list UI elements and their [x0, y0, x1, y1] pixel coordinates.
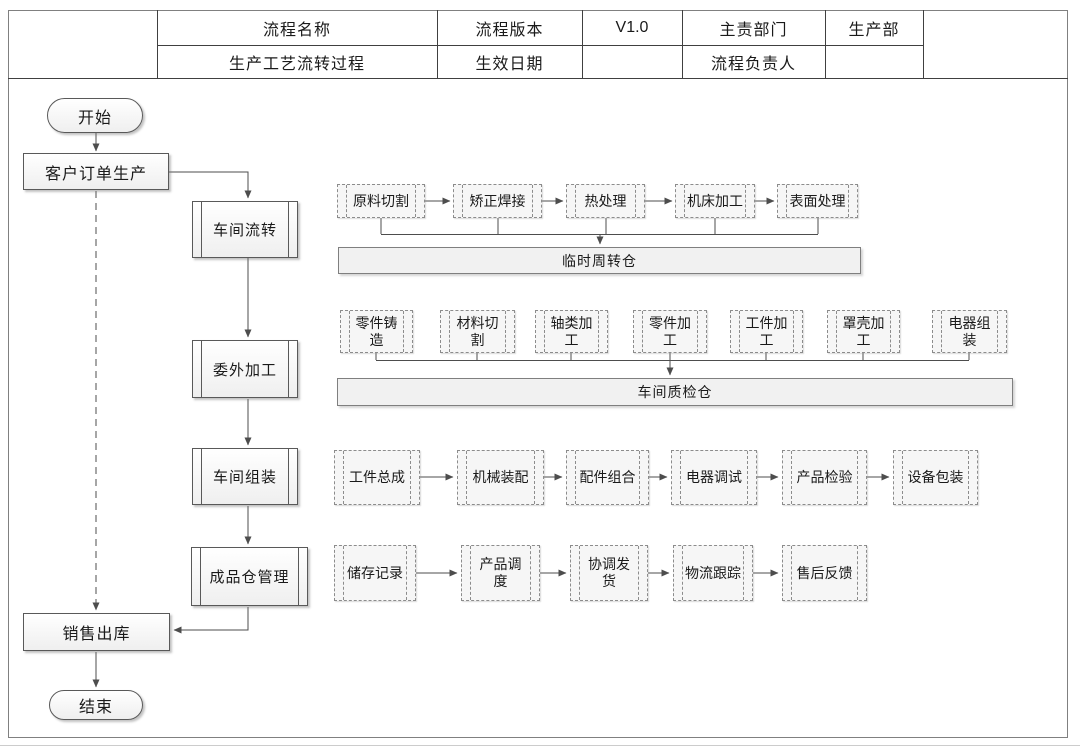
- subprocess-workshop-assembly: 车间组装: [192, 448, 298, 505]
- header-owner-value: [825, 45, 923, 78]
- step-parts-combination: 配件组合: [566, 450, 649, 505]
- step-shipping-coordination: 协调发货: [570, 545, 648, 601]
- step-parts-casting: 零件铸造: [340, 310, 413, 353]
- step-heat-treatment: 热处理: [566, 184, 645, 218]
- step-surface-treatment: 表面处理: [777, 184, 858, 218]
- start-node: 开始: [47, 98, 143, 133]
- step-electrical-assembly: 电器组装: [932, 310, 1007, 353]
- step-product-scheduling: 产品调度: [461, 545, 540, 601]
- header-process-name-value: 生产工艺流转过程: [228, 55, 365, 73]
- step-straightening-welding: 矫正焊接: [453, 184, 542, 218]
- step-workpiece-processing: 工件加工: [730, 310, 803, 353]
- step-mechanical-assembly: 机械装配: [457, 450, 544, 505]
- subprocess-outsourcing: 委外加工: [192, 340, 298, 398]
- step-electrical-debugging: 电器调试: [671, 450, 757, 505]
- header-effective-date-label: 生效日期: [475, 55, 544, 73]
- step-equipment-packaging: 设备包装: [893, 450, 978, 505]
- step-parts-processing: 零件加工: [633, 310, 707, 353]
- step-logistics-tracking: 物流跟踪: [673, 545, 753, 601]
- subprocess-workshop-flow: 车间流转: [192, 201, 298, 258]
- collector-temporary-transit-warehouse: 临时周转仓: [338, 247, 861, 274]
- header-department-value: 生产部: [848, 21, 900, 39]
- step-machine-processing: 机床加工: [675, 184, 755, 218]
- header-department-label: 主责部门: [719, 21, 788, 39]
- process-customer-order: 客户订单生产: [23, 153, 169, 190]
- step-product-inspection: 产品检验: [782, 450, 867, 505]
- step-shaft-processing: 轴类加工: [535, 310, 608, 353]
- header-version-value: V1.0: [615, 18, 649, 36]
- subprocess-finished-goods-warehouse: 成品仓管理: [191, 547, 308, 606]
- process-sales-outbound: 销售出库: [23, 613, 170, 651]
- collector-workshop-qc-warehouse: 车间质检仓: [337, 378, 1013, 406]
- step-material-cutting: 材料切割: [440, 310, 515, 353]
- page-border: [0, 10, 1080, 746]
- end-node: 结束: [49, 690, 143, 720]
- header-table-grid: [8, 10, 1068, 79]
- header-version-label: 流程版本: [475, 21, 544, 39]
- header-owner-label: 流程负责人: [710, 55, 796, 73]
- step-workpiece-assembly: 工件总成: [334, 450, 420, 505]
- step-after-sales-feedback: 售后反馈: [782, 545, 867, 601]
- header-process-name-label: 流程名称: [262, 21, 331, 39]
- step-cover-processing: 罩壳加工: [827, 310, 900, 353]
- step-storage-records: 储存记录: [334, 545, 416, 601]
- step-raw-material-cutting: 原料切割: [337, 184, 425, 218]
- header-effective-date-value: [582, 45, 682, 78]
- connectors: [92, 133, 970, 688]
